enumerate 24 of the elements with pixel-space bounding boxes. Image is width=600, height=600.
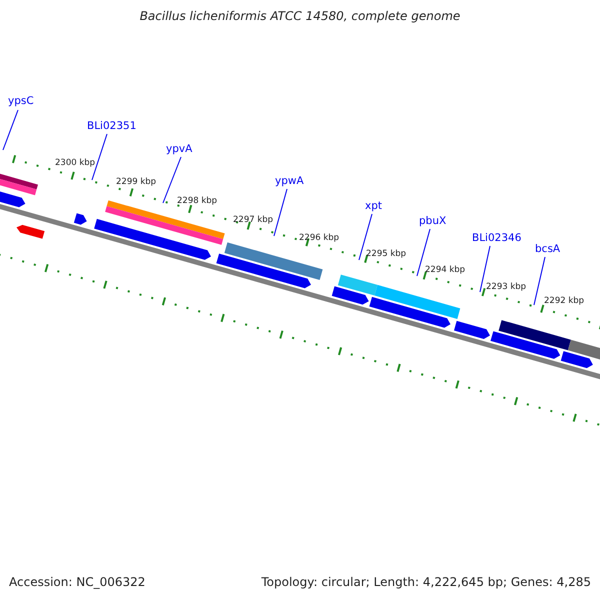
gene-label: ypsC: [8, 95, 34, 107]
gene-label: BLi02351: [87, 120, 136, 132]
gene-label: ypwA: [275, 175, 304, 187]
scale-label: 2299 kbp: [116, 177, 156, 187]
genome-map-drawing: [0, 155, 600, 426]
gene-label: ypvA: [166, 143, 192, 155]
gene-label: bcsA: [535, 243, 560, 255]
scale-label: 2296 kbp: [299, 233, 340, 243]
leader-line: [480, 246, 490, 292]
scale-label: 2292 kbp: [544, 296, 584, 306]
gene-label: xpt: [365, 200, 382, 212]
leader-line: [2, 110, 18, 150]
gene-label: pbuX: [419, 215, 446, 227]
title: Bacillus licheniformis ATCC 14580, complete genome: [138, 9, 462, 23]
leader-line: [358, 214, 372, 260]
genome-info-text: Topology: circular; Length: 4,222,645 bp; Genes: 4,285: [261, 575, 591, 589]
scale-label: 2295 kbp: [366, 249, 406, 259]
gene-label: BLi02346: [472, 232, 522, 244]
scale-label: 2294 kbp: [425, 265, 466, 275]
accession-text: Accession: NC_006322: [9, 575, 146, 589]
scale-label: 2298 kbp: [177, 196, 218, 206]
scale-label: 2293 kbp: [486, 282, 526, 292]
scale-label: 2300 kbp: [55, 158, 96, 168]
scale-label: 2297 kbp: [233, 215, 274, 225]
